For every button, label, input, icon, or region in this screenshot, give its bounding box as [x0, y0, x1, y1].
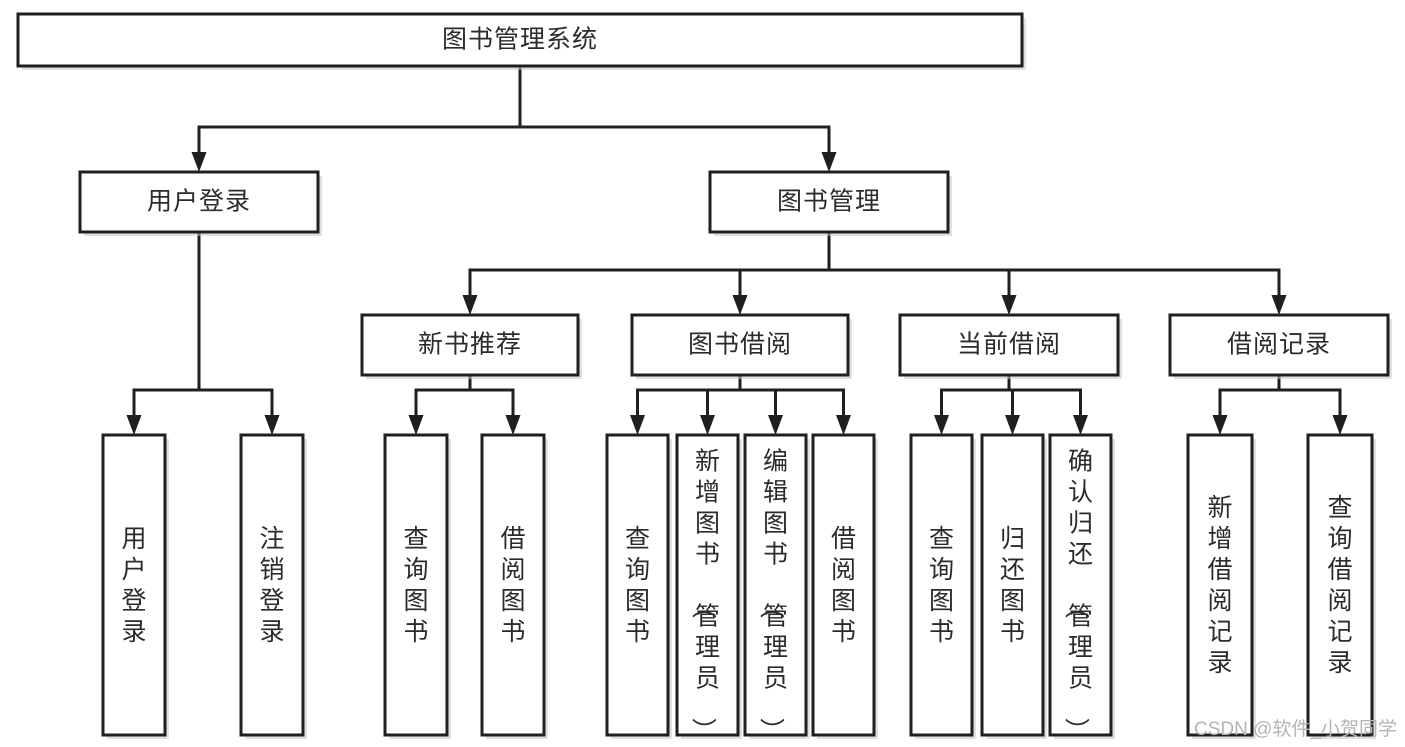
arrow-head-icon — [1073, 415, 1088, 435]
node-l-new-2[interactable]: 借阅图书 — [480, 433, 548, 739]
arrow-head-icon — [630, 415, 645, 435]
arrow-head-icon — [1212, 415, 1228, 435]
node-n-login[interactable]: 用户登录 — [78, 170, 322, 236]
node-layer: 图书管理系统用户登录图书管理新书推荐图书借阅当前借阅借阅记录用户登录注销登录查询… — [16, 12, 1392, 743]
node-rect[interactable] — [811, 433, 876, 737]
node-label: 借阅图书 — [831, 525, 856, 646]
node-rect[interactable] — [980, 433, 1045, 737]
arrow-head-icon — [700, 415, 715, 435]
node-rect[interactable] — [101, 433, 167, 737]
node-label: 查询图书 — [403, 525, 428, 646]
connector-layer — [126, 64, 1348, 435]
node-rect[interactable] — [708, 170, 950, 234]
node-l-new-1[interactable]: 查询图书 — [383, 433, 451, 739]
arrow-head-icon — [1271, 295, 1287, 315]
arrow-head-icon — [191, 152, 207, 172]
node-label: 编辑图书（管理员） — [757, 448, 788, 743]
node-rect[interactable] — [630, 313, 850, 377]
node-l-rec-2[interactable]: 查询借阅记录 — [1306, 433, 1376, 739]
node-l-bor-4[interactable]: 借阅图书 — [811, 433, 878, 739]
node-l-cur-2[interactable]: 归还图书 — [980, 433, 1047, 739]
arrow-head-icon — [732, 295, 748, 315]
node-label: 当前借阅 — [957, 331, 1061, 359]
node-rect[interactable] — [360, 313, 580, 377]
node-label: 图书借阅 — [688, 331, 792, 359]
node-label: 新增图书（管理员） — [689, 448, 720, 743]
node-label: 图书管理系统 — [442, 26, 598, 54]
node-l-bor-3[interactable]: 编辑图书（管理员） — [743, 433, 810, 743]
arrow-head-icon — [126, 415, 142, 435]
node-label: 用户登录 — [121, 525, 146, 646]
node-rect[interactable] — [239, 433, 305, 737]
arrow-head-icon — [1001, 295, 1017, 315]
node-label: 用户登录 — [147, 188, 251, 216]
node-label: 新书推荐 — [418, 331, 522, 359]
node-label: 查询图书 — [625, 525, 650, 646]
arrow-head-icon — [264, 415, 280, 435]
node-root[interactable]: 图书管理系统 — [16, 12, 1026, 70]
node-label: 查询图书 — [929, 525, 954, 646]
node-rect[interactable] — [743, 433, 808, 737]
node-l-cur-3[interactable]: 确认归还（管理员） — [1048, 433, 1115, 743]
node-rect[interactable] — [480, 433, 546, 737]
arrow-head-icon — [505, 415, 521, 435]
arrow-head-icon — [408, 415, 424, 435]
node-rect[interactable] — [1048, 433, 1113, 737]
node-rect[interactable] — [1168, 313, 1390, 377]
node-label: 新增借阅记录 — [1207, 494, 1232, 677]
node-n-record[interactable]: 借阅记录 — [1168, 313, 1392, 379]
node-label: 查询借阅记录 — [1327, 494, 1352, 677]
node-rect[interactable] — [78, 170, 320, 234]
node-label: 注销登录 — [259, 525, 284, 646]
node-l-bor-1[interactable]: 查询图书 — [605, 433, 672, 739]
node-n-current[interactable]: 当前借阅 — [898, 313, 1122, 379]
node-rect[interactable] — [383, 433, 449, 737]
node-rect[interactable] — [16, 12, 1024, 68]
node-l-login-1[interactable]: 用户登录 — [101, 433, 169, 739]
node-l-bor-2[interactable]: 新增图书（管理员） — [675, 433, 742, 743]
arrow-head-icon — [1332, 415, 1348, 435]
node-l-rec-1[interactable]: 新增借阅记录 — [1186, 433, 1256, 739]
watermark-text: CSDN @软件_小贺同学 — [1194, 719, 1397, 740]
node-label: 确认归还（管理员） — [1062, 448, 1093, 743]
arrow-head-icon — [821, 152, 837, 172]
node-label: 借阅记录 — [1227, 331, 1331, 359]
node-n-new[interactable]: 新书推荐 — [360, 313, 582, 379]
arrow-head-icon — [462, 295, 478, 315]
node-label: 图书管理 — [777, 188, 881, 216]
node-l-login-2[interactable]: 注销登录 — [239, 433, 307, 739]
node-rect[interactable] — [605, 433, 670, 737]
node-rect[interactable] — [675, 433, 740, 737]
node-label: 借阅图书 — [500, 525, 525, 646]
node-rect[interactable] — [898, 313, 1120, 377]
arrow-head-icon — [1005, 415, 1020, 435]
node-rect[interactable] — [1306, 433, 1374, 737]
arrow-head-icon — [934, 415, 949, 435]
arrow-head-icon — [836, 415, 851, 435]
node-rect[interactable] — [1186, 433, 1254, 737]
node-n-books[interactable]: 图书管理 — [708, 170, 952, 236]
node-label: 归还图书 — [1000, 525, 1025, 646]
node-n-borrow[interactable]: 图书借阅 — [630, 313, 852, 379]
node-l-cur-1[interactable]: 查询图书 — [909, 433, 976, 739]
node-rect[interactable] — [909, 433, 974, 737]
arrow-head-icon — [768, 415, 783, 435]
